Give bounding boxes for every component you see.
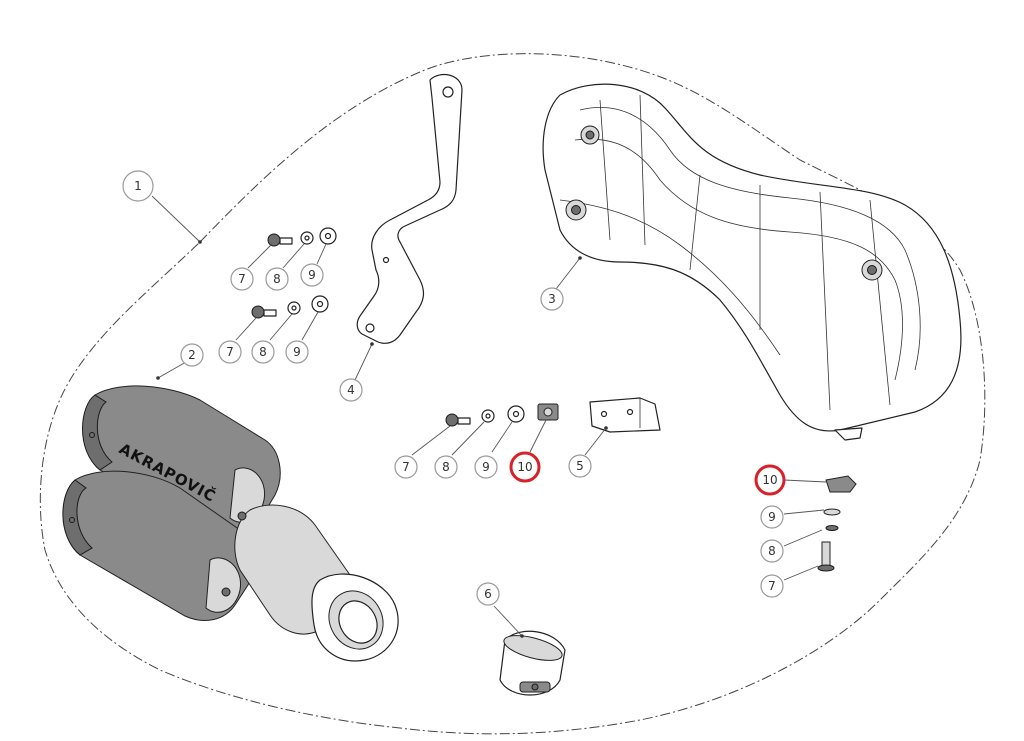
svg-text:8: 8 (442, 460, 450, 474)
bracket-part (356, 73, 463, 344)
svg-text:5: 5 (576, 459, 584, 473)
svg-text:9: 9 (482, 460, 490, 474)
kit-outline (39, 53, 986, 735)
svg-text:7: 7 (238, 272, 246, 286)
small-bracket-part (589, 397, 661, 433)
callout-6: 6 (476, 582, 500, 606)
callout-8-top: 8 (265, 267, 289, 291)
callout-7-top: 7 (230, 267, 254, 291)
callout-7-right: 7 (760, 574, 784, 598)
callout-9-second: 9 (285, 340, 309, 364)
callout-8-middle: 8 (434, 455, 458, 479)
clamp-part (499, 630, 566, 696)
callout-9-middle: 9 (474, 455, 498, 479)
callout-2: 2 (180, 343, 204, 367)
svg-text:7: 7 (226, 345, 234, 359)
svg-text:2: 2 (188, 348, 196, 362)
callout-8-right: 8 (760, 539, 784, 563)
svg-text:7: 7 (402, 460, 410, 474)
callout-4: 4 (339, 378, 363, 402)
speed-nut-part (537, 403, 559, 421)
callout-7-second: 7 (218, 340, 242, 364)
svg-text:8: 8 (259, 345, 267, 359)
svg-text:9: 9 (768, 510, 776, 524)
callout-1: 1 (122, 170, 154, 202)
callout-10-right: 10 (754, 464, 786, 496)
fastener-set-second (251, 295, 329, 319)
callout-7-middle: 7 (394, 455, 418, 479)
svg-text:8: 8 (273, 272, 281, 286)
callout-9-right: 9 (760, 505, 784, 529)
callout-10-middle: 10 (509, 451, 541, 483)
leader-lines (151, 195, 827, 638)
callout-3: 3 (540, 287, 564, 311)
svg-text:4: 4 (347, 383, 355, 397)
callout-8-second: 8 (251, 340, 275, 364)
heat-shield-part (542, 83, 962, 441)
svg-text:9: 9 (308, 268, 316, 282)
svg-text:7: 7 (768, 579, 776, 593)
svg-text:1: 1 (134, 179, 142, 193)
svg-text:9: 9 (293, 345, 301, 359)
svg-text:3: 3 (548, 292, 556, 306)
svg-text:10: 10 (517, 460, 532, 474)
fastener-set-right (817, 475, 857, 572)
svg-text:6: 6 (484, 587, 492, 601)
fastener-set-top (267, 227, 337, 247)
svg-text:10: 10 (762, 473, 777, 487)
callout-9-top: 9 (300, 263, 324, 287)
muffler-part: AKRAPOVIČ (62, 385, 399, 662)
callout-5: 5 (568, 454, 592, 478)
svg-text:8: 8 (768, 544, 776, 558)
fastener-set-middle (445, 405, 525, 427)
